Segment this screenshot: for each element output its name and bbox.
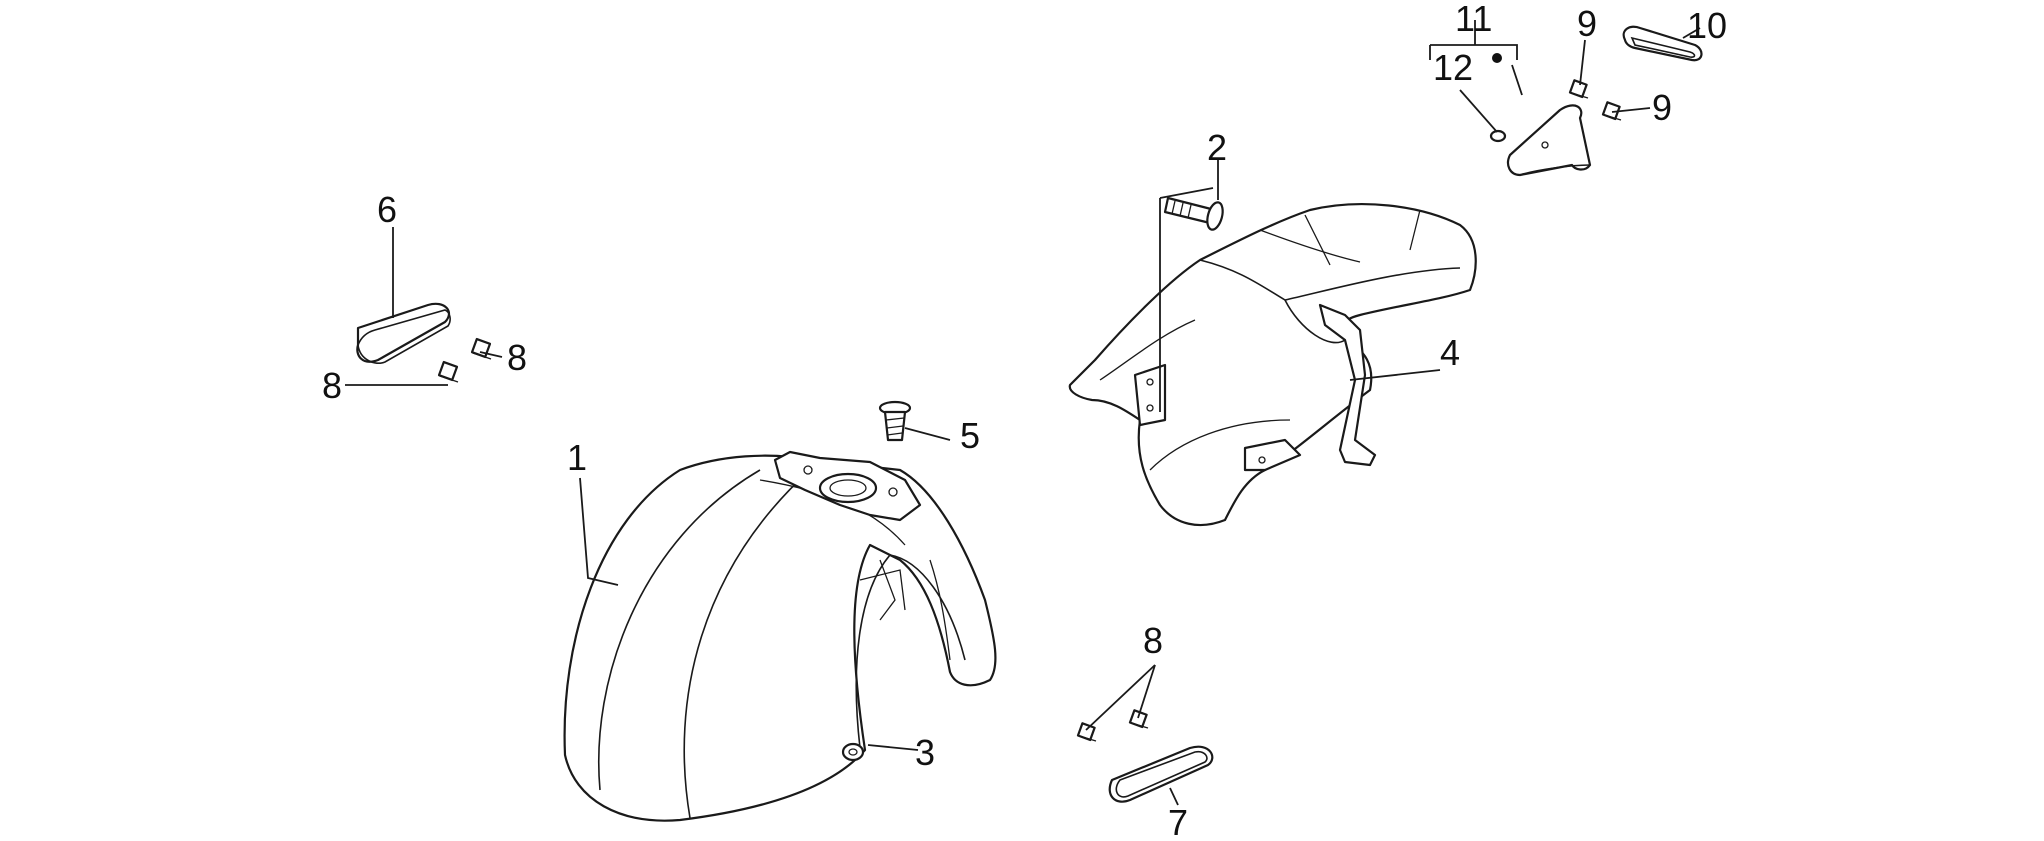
- clip-8-left-upper: [470, 337, 492, 360]
- callout-1: 1: [567, 437, 587, 478]
- front-mudguard: [563, 450, 997, 822]
- clip-9-a: [1568, 79, 1589, 99]
- callout-12: 12: [1433, 47, 1473, 88]
- callout-8-left-upper: 8: [507, 337, 527, 378]
- callout-3: 3: [915, 732, 935, 773]
- reflector-part-10: [1622, 25, 1703, 62]
- callout-5: 5: [960, 415, 980, 456]
- bullet-dot: [1492, 53, 1502, 63]
- callout-9-lower: 9: [1652, 87, 1672, 128]
- callout-8-bottom: 8: [1143, 620, 1163, 661]
- reflector-part-6: [356, 302, 451, 364]
- clip-8-left-lower: [437, 360, 459, 383]
- callout-4: 4: [1440, 332, 1460, 373]
- rear-mudguard: [1068, 203, 1477, 527]
- callout-6: 6: [377, 189, 397, 230]
- callout-2: 2: [1207, 127, 1227, 168]
- callout-9-upper: 9: [1577, 3, 1597, 44]
- clips: [437, 79, 1622, 742]
- leader-lines: [345, 20, 1701, 806]
- reflector-part-11: [1506, 104, 1592, 177]
- callout-11: 11: [1455, 0, 1492, 39]
- callout-labels: 1 2 3 4 5 6 7 8 8 8 9 9 10 11 12: [322, 0, 1727, 841]
- screw-part-2: [1163, 196, 1224, 231]
- clip-8-bottom-a: [1076, 722, 1097, 742]
- nut-part-3: [841, 742, 865, 762]
- callout-10: 10: [1687, 5, 1727, 46]
- clip-9-b: [1601, 101, 1622, 121]
- reflector-part-7: [1108, 745, 1214, 803]
- callout-8-left-lower: 8: [322, 365, 342, 406]
- screw-part-5: [878, 400, 912, 442]
- washer-part-12: [1489, 129, 1507, 143]
- callout-7: 7: [1168, 802, 1188, 841]
